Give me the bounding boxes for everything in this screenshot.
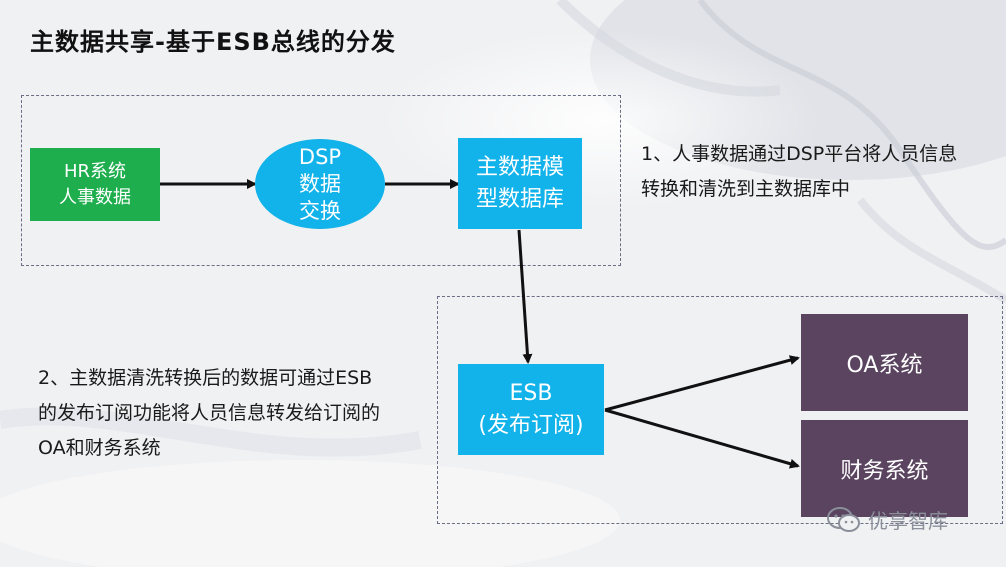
wechat-icon	[827, 506, 860, 532]
slide-title: 主数据共享-基于ESB总线的分发	[30, 28, 396, 56]
hr-system-node: HR系统 人事数据	[30, 148, 160, 221]
edge-esb-to-finance	[604, 408, 800, 469]
note-step-1: 1、人事数据通过DSP平台将人员信息转换和清洗到主数据库中	[641, 143, 958, 200]
watermark-text: 优享智库	[868, 509, 948, 533]
watermark: 优享智库	[826, 505, 948, 534]
oa-system-node: OA系统	[801, 314, 968, 411]
esb-stage-group	[437, 296, 1003, 524]
note-step-2: 2、主数据清洗转换后的数据可通过ESB的发布订阅功能将人员信息转发给订阅的OA和…	[38, 367, 381, 459]
master-data-db-node: 主数据模 型数据库	[458, 138, 582, 229]
esb-node: ESB (发布订阅)	[458, 364, 604, 455]
dsp-stage-group	[21, 95, 621, 266]
edge-mdm-to-esb	[517, 229, 533, 364]
finance-system-node: 财务系统	[801, 420, 968, 517]
dsp-exchange-node: DSP 数据 交换	[255, 139, 385, 229]
edge-esb-to-oa	[604, 355, 800, 412]
